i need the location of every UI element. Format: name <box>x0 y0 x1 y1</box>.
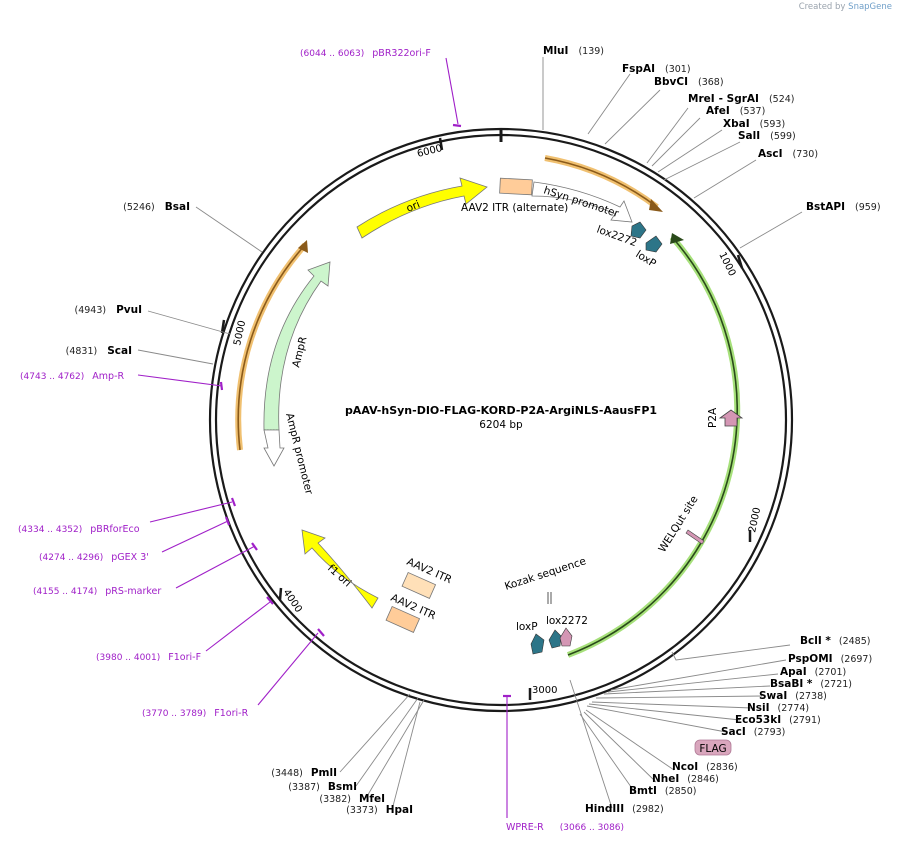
site-mfei: (3382)MfeI <box>319 793 385 805</box>
site-hindiii: HindIII(2982) <box>585 803 664 815</box>
welqut-feature <box>685 529 705 545</box>
site-sali: SalI(599) <box>738 130 796 142</box>
ampr-promoter-label: AmpR promoter <box>283 412 315 497</box>
site-bcli: BclI *(2485) <box>800 635 870 647</box>
plasmid-length: 6204 bp <box>479 419 523 431</box>
tick-4000: 4000 <box>281 588 304 615</box>
ampr-label: AmpR <box>290 335 309 368</box>
site-hpai: (3373)HpaI <box>346 804 413 816</box>
itr-alt-feature <box>499 177 533 196</box>
p2a-feature <box>718 409 744 427</box>
tick-5000: 5000 <box>232 319 248 346</box>
credit-prefix: Created by <box>798 2 846 12</box>
flag-badge <box>694 739 732 756</box>
lox2272-bottom-label: lox2272 <box>546 615 588 627</box>
site-mlui: MluI(139) <box>543 45 604 57</box>
primer-pgex3: (4274 .. 4296)pGEX 3' <box>39 552 149 563</box>
loxp-top-feature <box>645 235 663 253</box>
itr-alt-label: AAV2 ITR (alternate) <box>461 202 568 214</box>
site-bstapi: BstAPI(959) <box>806 201 881 213</box>
itr-1-feature <box>401 571 437 599</box>
site-xbai: XbaI(593) <box>723 118 785 130</box>
flag-label: FLAG <box>699 743 726 755</box>
welqut-label: WELQut site <box>656 494 700 555</box>
itr-2-feature <box>385 605 421 633</box>
p2a-label: P2A <box>707 407 719 428</box>
snapgene-credit: Created by SnapGene <box>799 2 892 12</box>
ticks <box>220 137 752 700</box>
site-mrei-sgrai: MreI- SgrAI(524) <box>688 93 795 105</box>
primer-marks <box>219 123 511 698</box>
kozak-label: Kozak sequence <box>503 555 587 593</box>
site-nsii: NsiI(2774) <box>747 702 809 714</box>
ori-label: ori <box>405 199 422 215</box>
site-bsai: (5246)BsaI <box>123 201 190 213</box>
site-asci: AscI(730) <box>758 148 818 160</box>
tick-2000: 2000 <box>747 506 763 533</box>
ori-feature <box>356 177 488 239</box>
orf-arrowhead-top <box>649 199 663 212</box>
orf-arrow-top <box>544 157 658 208</box>
tick-3000: 3000 <box>532 685 557 696</box>
orf-arrow-right <box>567 236 739 656</box>
snapgene-logo-text: SnapGene <box>848 2 892 12</box>
primer-pbrforeco: (4334 .. 4352)pBRforEco <box>18 524 140 535</box>
primer-amp-r: (4743 .. 4762)Amp-R <box>20 371 124 382</box>
primer-wpre-r: WPRE-R(3066 .. 3086) <box>506 822 624 833</box>
site-swai: SwaI(2738) <box>759 690 827 702</box>
ampr-feature <box>263 261 331 431</box>
site-afei: AfeI(537) <box>706 105 765 117</box>
site-pmli: (3448)PmlI <box>271 767 337 779</box>
orf-arrow-left <box>237 244 306 451</box>
site-bmti: BmtI(2850) <box>629 785 696 797</box>
site-pvui: (4943)PvuI <box>74 304 142 316</box>
site-fspai: FspAI(301) <box>622 63 691 75</box>
loxp-bottom-label: loxP <box>516 621 538 633</box>
site-leaders <box>137 57 803 811</box>
site-ncoi: NcoI(2836) <box>672 761 738 773</box>
lox2272-top-feature <box>630 221 647 239</box>
orf-arrowhead-right <box>670 233 684 244</box>
site-bsabi: BsaBI *(2721) <box>770 678 852 690</box>
orf-arrowhead-left <box>298 240 308 253</box>
primer-f1ori-r: (3770 .. 3789)F1ori-R <box>142 708 249 719</box>
site-pspomi: PspOMI(2697) <box>788 653 872 665</box>
f1ori-feature <box>301 529 379 609</box>
loxp-bottom-feature <box>530 633 545 655</box>
site-apai: ApaI(2701) <box>780 666 846 678</box>
orf-arc-right <box>566 235 741 658</box>
primer-f1ori-f: (3980 .. 4001)F1ori-F <box>96 652 201 663</box>
primer-pbr322ori-f: (6044 .. 6063)pBR322ori-F <box>300 48 431 59</box>
lox2272-bottom-feature <box>548 629 562 649</box>
primer-prs-marker: (4155 .. 4174)pRS-marker <box>33 586 161 597</box>
ampr-promoter-feature <box>263 429 285 467</box>
site-scai: (4831)ScaI <box>66 345 132 357</box>
site-nhei: NheI(2846) <box>652 773 719 785</box>
plasmid-name: pAAV-hSyn-DIO-FLAG-KORD-P2A-ArgiNLS-Aaus… <box>345 404 657 417</box>
kord-start-feature <box>559 627 573 647</box>
site-eco53ki: Eco53kI(2791) <box>735 714 821 726</box>
site-bsmi: (3387)BsmI <box>288 781 357 793</box>
primer-leaders <box>137 57 508 818</box>
hsyn-feature <box>531 181 633 223</box>
site-bbvci: BbvCI(368) <box>654 76 724 88</box>
site-saci: SacI(2793) <box>721 726 785 738</box>
